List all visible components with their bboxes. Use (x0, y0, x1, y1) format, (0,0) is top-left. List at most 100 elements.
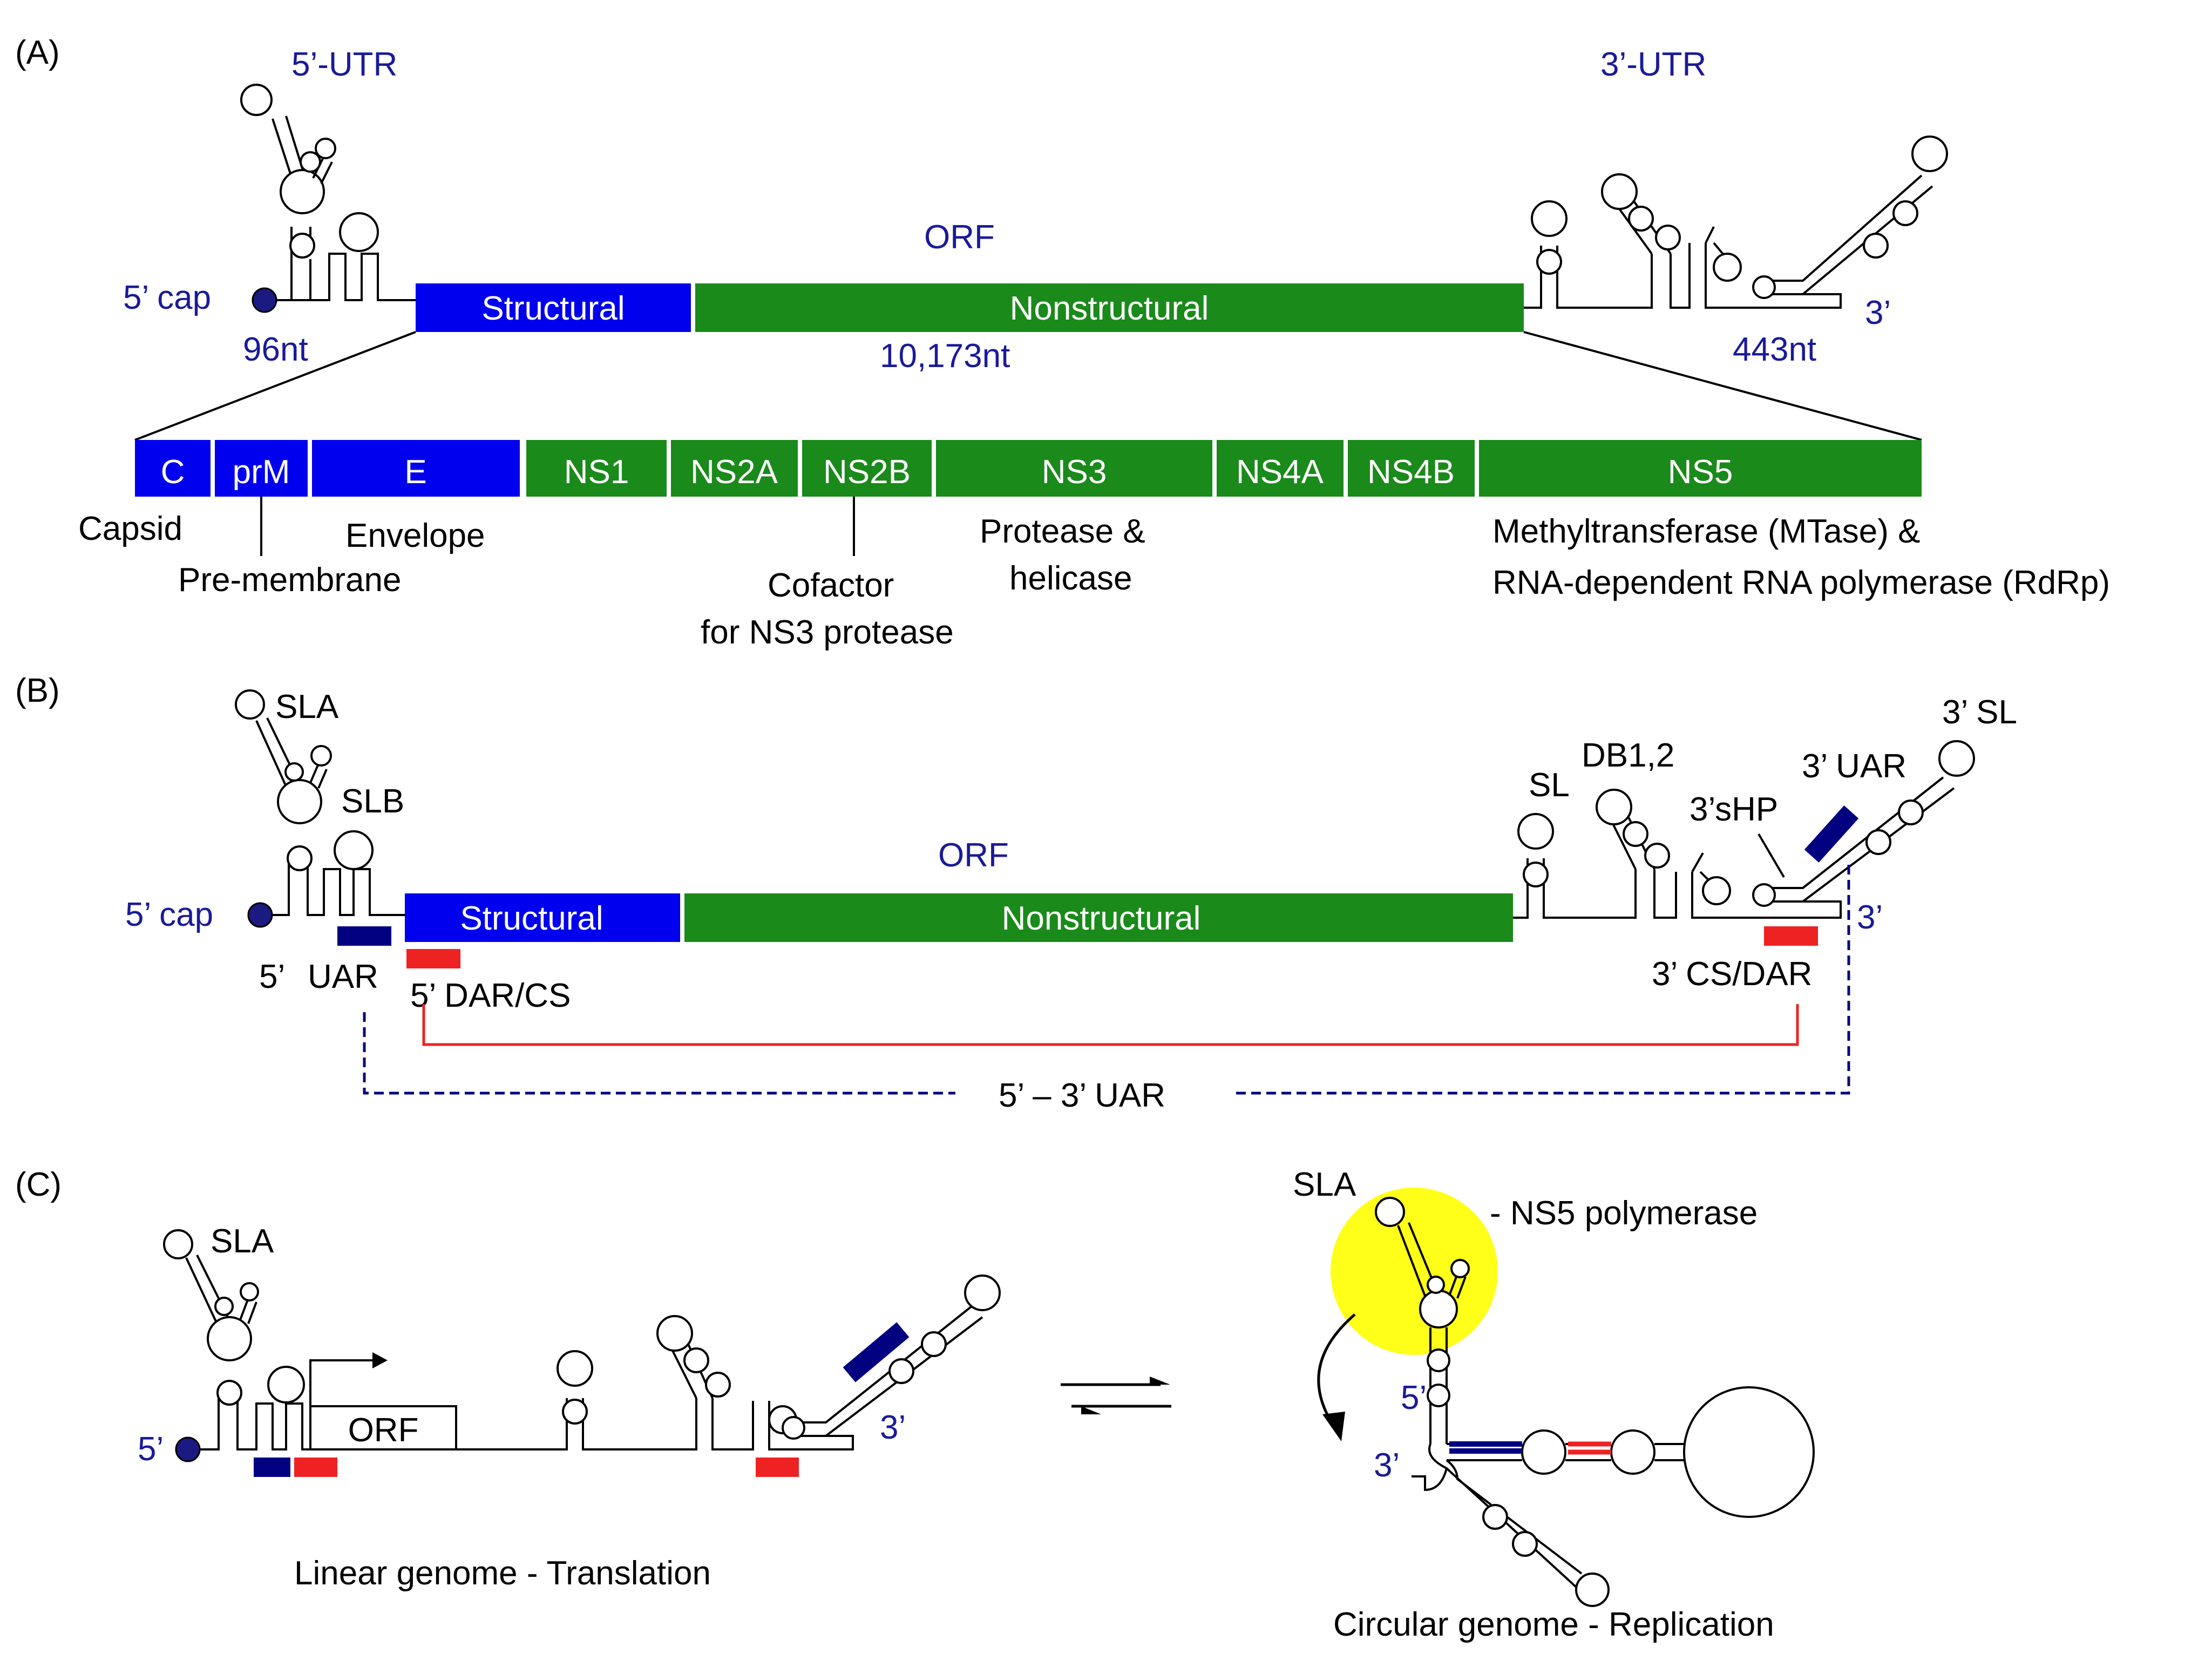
dar3-bar (1764, 926, 1818, 946)
uar3-bar (1804, 805, 1859, 863)
structural-box-b (405, 893, 680, 942)
cap-icon (252, 287, 277, 313)
protein-e-label: E (404, 453, 426, 491)
end3-label: 3’ (1865, 294, 1891, 331)
orf-label-b: ORF (938, 837, 1009, 874)
panel-a: (A) 5’-UTR 3’-UTR ORF 5’ cap 96nt Struct… (15, 34, 2110, 651)
protein-ns4a-box (1217, 440, 1344, 497)
panel-c: (C) SLA 5’ (15, 1166, 1815, 1643)
dar-pairing (1568, 1441, 1611, 1455)
linear-structure (163, 1229, 1001, 1450)
protein-ns2b-box (802, 440, 932, 497)
nonstructural-label-b: Nonstructural (1002, 900, 1201, 937)
uar5-bar-c (254, 1458, 290, 1477)
cofactor-label-1: Cofactor (768, 567, 894, 604)
panel-a-tag: (A) (15, 34, 60, 71)
protein-ns1-label: NS1 (564, 453, 629, 491)
orf-label: ORF (924, 219, 995, 256)
utr3-stemloops-b (1513, 740, 1975, 919)
polymerase-arrow-icon (1322, 1412, 1345, 1441)
polymerase-path (1317, 1313, 1356, 1426)
envelope-label: Envelope (345, 517, 485, 554)
utr3-label: 3’-UTR (1600, 46, 1706, 83)
protein-ns1-box (526, 440, 667, 497)
circ-3-label: 3’ (1374, 1447, 1400, 1484)
db-label: DB1,2 (1582, 737, 1674, 774)
cap-icon-b (247, 902, 273, 928)
dar5-bar-c (294, 1458, 337, 1477)
circular-structure (1375, 1197, 1815, 1607)
protein-ns5-box (1479, 440, 1922, 497)
cofactor-label-2: for NS3 protease (701, 614, 954, 651)
shp-label: 3’sHP (1689, 791, 1778, 828)
sla-label-circular: SLA (1293, 1166, 1356, 1203)
structural-label-b: Structural (460, 900, 603, 937)
protein-prm-box (215, 440, 308, 497)
panel-b-tag: (B) (15, 672, 60, 709)
orf-label-c: ORF (348, 1412, 419, 1449)
dar3-label: 3’ CS/DAR (1652, 955, 1812, 993)
premembrane-label: Pre-membrane (178, 561, 401, 599)
sla-label: SLA (275, 688, 339, 726)
uar-link (363, 864, 1850, 1095)
mtase-label-1: Methyltransferase (MTase) & (1492, 513, 1920, 550)
nonstructural-label: Nonstructural (1010, 290, 1209, 327)
protease-label-1: Protease & (980, 513, 1145, 550)
equilibrium-arrows-icon (1061, 1377, 1171, 1414)
cap-icon-c (175, 1436, 201, 1462)
protein-prm-label: prM (233, 453, 290, 491)
utr5-stemloops-b (235, 689, 405, 916)
protein-ns2a-label: NS2A (690, 453, 778, 491)
uar3-label: 3’ UAR (1802, 748, 1906, 785)
protein-ns2b-label: NS2B (823, 453, 911, 491)
capsid-label: Capsid (78, 510, 182, 547)
protein-ns4b-label: NS4B (1367, 453, 1455, 491)
nonstructural-box-b (684, 893, 1513, 942)
cap-label: 5’ cap (123, 279, 211, 316)
protein-boxes: C prM E NS1 NS2A NS2B NS3 NS4A NS4B NS5 (135, 440, 1922, 497)
end5-label-c: 5’ (138, 1431, 164, 1468)
utr5-stemloops (240, 84, 416, 301)
circular-caption: Circular genome - Replication (1333, 1606, 1774, 1643)
uar5-label-a: 5’ (259, 958, 285, 995)
uar-link-label: 5’ – 3’ UAR (999, 1077, 1165, 1114)
protein-c-box (135, 440, 211, 497)
protein-ns3-label: NS3 (1042, 453, 1107, 491)
shp-pointer (1758, 833, 1785, 878)
protein-ns4a-label: NS4A (1236, 453, 1324, 491)
slb-label: SLB (341, 783, 404, 820)
panel-c-tag: (C) (15, 1166, 62, 1203)
dar5-label: 5’ DAR/CS (410, 977, 571, 1014)
utr3-stemloops (1524, 135, 1948, 309)
protein-ns2a-box (671, 440, 798, 497)
ns5-highlight (1331, 1188, 1498, 1355)
nonstructural-box (695, 283, 1524, 332)
cap-label-b: 5’ cap (125, 896, 213, 933)
linear-caption: Linear genome - Translation (294, 1555, 711, 1592)
protein-c-label: C (161, 453, 185, 491)
mtase-label-2: RNA-dependent RNA polymerase (RdRp) (1492, 564, 2110, 601)
uar-pairing (1449, 1441, 1522, 1454)
uar5-bar (337, 926, 391, 946)
end3-label-c: 3’ (880, 1409, 906, 1446)
uar3-bar-c (843, 1322, 910, 1382)
sl-label: SL (1529, 767, 1570, 804)
circ-5-label: 5’ (1401, 1379, 1427, 1416)
translation-arrow-icon (372, 1352, 388, 1368)
len5-label: 96nt (243, 331, 308, 368)
end3-label-b: 3’ (1857, 899, 1883, 936)
dar3-bar-c (756, 1458, 799, 1477)
dar-link (422, 1004, 1799, 1046)
sl3-label: 3’ SL (1942, 694, 2017, 731)
ns5-label: - NS5 polymerase (1490, 1195, 1758, 1232)
protein-e-box (312, 440, 520, 497)
dar5-bar (406, 949, 460, 968)
expansion-lines (134, 331, 1922, 441)
structural-box (416, 283, 691, 332)
panel-b: (B) SLA SLB 5’ cap 5’ UAR Structural Non… (15, 672, 2017, 1114)
sla-label-c: SLA (211, 1223, 274, 1260)
len3-label: 443nt (1733, 331, 1816, 368)
protease-label-2: helicase (1009, 560, 1132, 597)
utr5-label: 5’-UTR (291, 46, 397, 83)
